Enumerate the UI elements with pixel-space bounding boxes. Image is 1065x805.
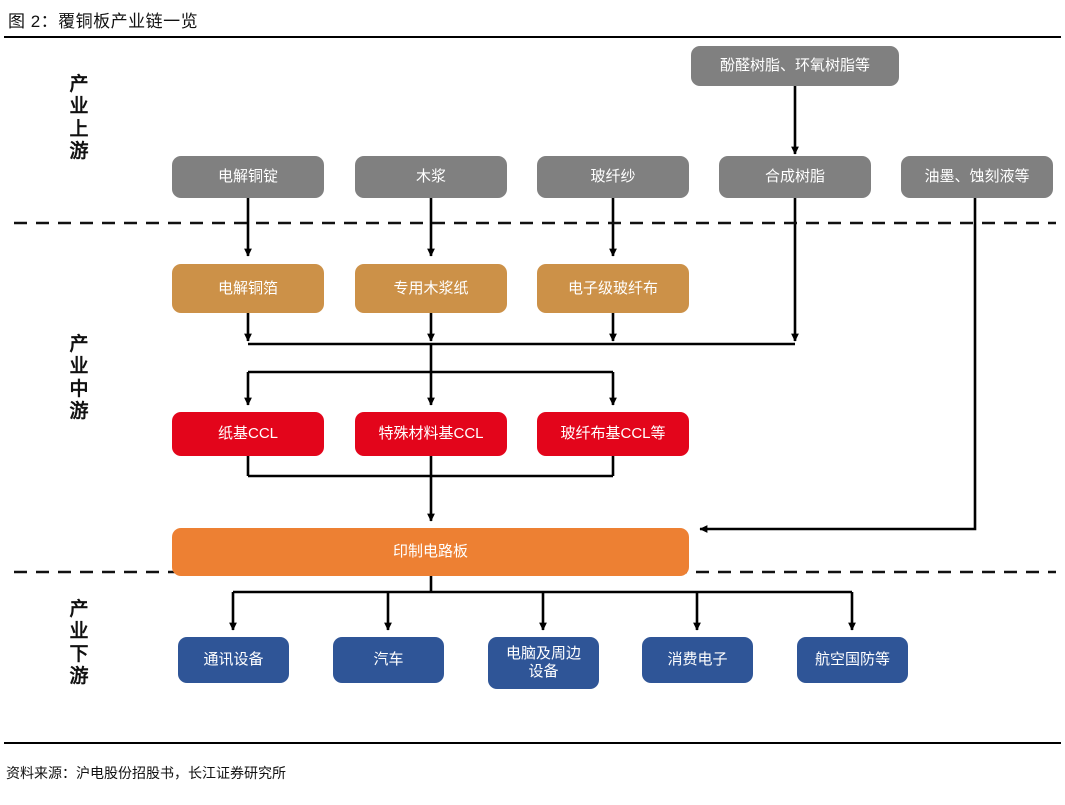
connector-layer [14, 85, 1056, 631]
segment-label-midstream: 产业中游 [69, 334, 89, 423]
node-ccl-glass[interactable]: 玻纤布基CCL等 [537, 412, 689, 456]
node-app-automotive[interactable]: 汽车 [333, 637, 444, 683]
node-app-communication[interactable]: 通讯设备 [178, 637, 289, 683]
node-resin-source[interactable]: 酚醛树脂、环氧树脂等 [691, 46, 899, 86]
node-app-aerospace[interactable]: 航空国防等 [797, 637, 908, 683]
node-app-consumer[interactable]: 消费电子 [642, 637, 753, 683]
node-pulp-paper[interactable]: 专用木浆纸 [355, 264, 507, 313]
node-app-computer[interactable]: 电脑及周边 设备 [488, 637, 599, 689]
node-ccl-paper[interactable]: 纸基CCL [172, 412, 324, 456]
node-ink-etchant[interactable]: 油墨、蚀刻液等 [901, 156, 1053, 198]
node-wood-pulp[interactable]: 木浆 [355, 156, 507, 198]
node-synthetic-resin[interactable]: 合成树脂 [719, 156, 871, 198]
figure-title: 图 2：覆铜板产业链一览 [8, 12, 199, 31]
node-ccl-special[interactable]: 特殊材料基CCL [355, 412, 507, 456]
node-glass-cloth[interactable]: 电子级玻纤布 [537, 264, 689, 313]
node-copper-foil[interactable]: 电解铜箔 [172, 264, 324, 313]
segment-label-downstream: 产业下游 [69, 599, 89, 688]
segment-label-upstream: 产业上游 [69, 74, 89, 163]
title-rule [4, 36, 1061, 38]
source-note: 资料来源：沪电股份招股书，长江证券研究所 [6, 765, 286, 781]
source-rule [4, 742, 1061, 744]
node-glass-yarn[interactable]: 玻纤纱 [537, 156, 689, 198]
node-pcb[interactable]: 印制电路板 [172, 528, 689, 576]
wire-ink-to-pcb [699, 198, 977, 533]
node-copper-ingot[interactable]: 电解铜锭 [172, 156, 324, 198]
diagram-canvas: 产业上游 产业中游 产业下游 酚醛树脂、环氧树脂等 电解铜锭 木浆 玻纤纱 合成… [0, 38, 1065, 738]
